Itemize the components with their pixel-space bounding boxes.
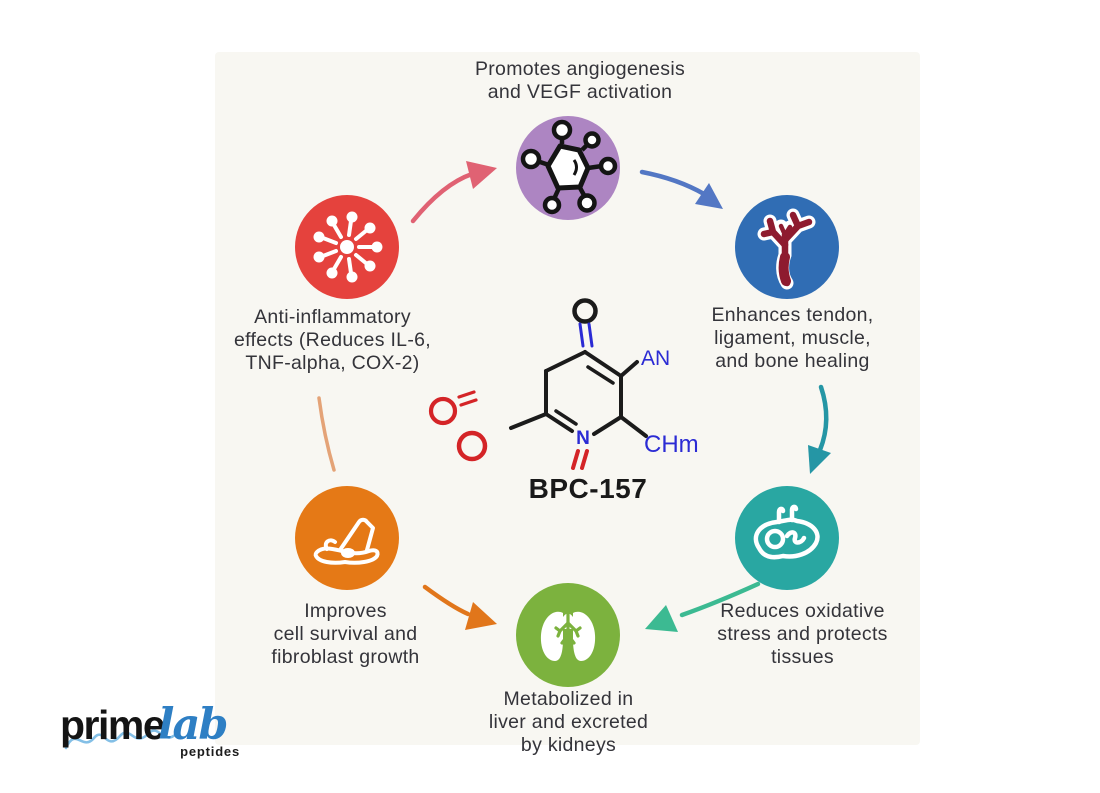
logo-word-peptides: peptides bbox=[180, 744, 240, 759]
label-angiogenesis: Promotes angiogenesis and VEGF activatio… bbox=[430, 58, 730, 104]
double-bond-mark bbox=[459, 398, 478, 407]
label-line: fibroblast growth bbox=[271, 646, 420, 668]
label-line: ligament, muscle, bbox=[714, 327, 871, 349]
double-bond-bottom bbox=[580, 449, 589, 470]
label-metabolism: Metabolized in liver and excreted by kid… bbox=[426, 688, 711, 757]
label-line: Improves bbox=[304, 600, 387, 622]
logo-word-lab: lab bbox=[158, 700, 228, 750]
label-anti-inflammatory: Anti-inflammatory effects (Reduces IL-6,… bbox=[190, 306, 475, 375]
blood-vessel-icon bbox=[757, 208, 816, 290]
chemical-structure: N AN CHm BPC-157 bbox=[428, 298, 699, 504]
oxygen-atom-icon bbox=[428, 396, 458, 426]
label-line: Metabolized in bbox=[503, 688, 634, 710]
label-tendon-healing: Enhances tendon, ligament, muscle, and b… bbox=[650, 304, 935, 373]
label-line: Enhances tendon, bbox=[711, 304, 874, 326]
amine-label: AN bbox=[641, 347, 670, 370]
ring-bond-inner bbox=[554, 409, 578, 426]
label-line: stress and protects bbox=[717, 623, 888, 645]
node-anti-inflammatory bbox=[295, 195, 399, 299]
ring-bond bbox=[544, 412, 574, 433]
ring-bond bbox=[592, 415, 623, 436]
label-line: TNF-alpha, COX-2) bbox=[245, 352, 420, 374]
ring-bond bbox=[583, 350, 623, 378]
oxygen-atom-icon bbox=[572, 298, 598, 324]
node-angiogenesis bbox=[516, 116, 620, 220]
double-bond-top bbox=[578, 322, 585, 348]
ring-bond-inner bbox=[586, 365, 615, 385]
virus-icon bbox=[313, 211, 383, 283]
logo-word-prime: prime bbox=[60, 702, 166, 748]
node-metabolism bbox=[516, 583, 620, 687]
label-line: Anti-inflammatory bbox=[254, 306, 411, 328]
script-watermark bbox=[64, 729, 178, 750]
label-line: Promotes angiogenesis bbox=[474, 58, 686, 80]
substituent-bond-side bbox=[619, 415, 648, 438]
substituent-bond-amine bbox=[619, 360, 639, 378]
liver-icon bbox=[753, 504, 820, 560]
lungs-icon bbox=[540, 611, 596, 661]
label-line: effects (Reduces IL-6, bbox=[233, 329, 431, 351]
side-chain-label: CHm bbox=[644, 431, 699, 458]
ring-nitrogen-label: N bbox=[576, 428, 590, 449]
primelab-logo: primelab peptides bbox=[60, 700, 246, 762]
molecule-icon bbox=[520, 119, 618, 215]
label-cell-survival: Improves cell survival and fibroblast gr… bbox=[203, 600, 488, 669]
label-line: tissues bbox=[771, 646, 834, 668]
label-oxidative-stress: Reduces oxidative stress and protects ti… bbox=[660, 600, 945, 669]
oxygen-atom-icon bbox=[456, 430, 488, 462]
substituent-bond-methyl bbox=[509, 412, 548, 430]
label-line: and bone healing bbox=[715, 350, 870, 372]
label-line: cell survival and bbox=[273, 623, 418, 645]
ring-bond bbox=[544, 350, 587, 373]
double-bond-mark bbox=[457, 390, 476, 399]
node-oxidative-stress bbox=[735, 486, 839, 590]
node-tendon-healing bbox=[735, 195, 839, 299]
node-cell-survival bbox=[295, 486, 399, 590]
label-line: by kidneys bbox=[520, 734, 617, 756]
foot-icon bbox=[313, 517, 380, 565]
double-bond-top bbox=[587, 322, 594, 348]
label-line: and VEGF activation bbox=[487, 81, 673, 103]
label-line: Reduces oxidative bbox=[720, 600, 885, 622]
compound-name: BPC-157 bbox=[529, 473, 648, 504]
double-bond-bottom bbox=[571, 449, 580, 470]
label-line: liver and excreted bbox=[488, 711, 649, 733]
